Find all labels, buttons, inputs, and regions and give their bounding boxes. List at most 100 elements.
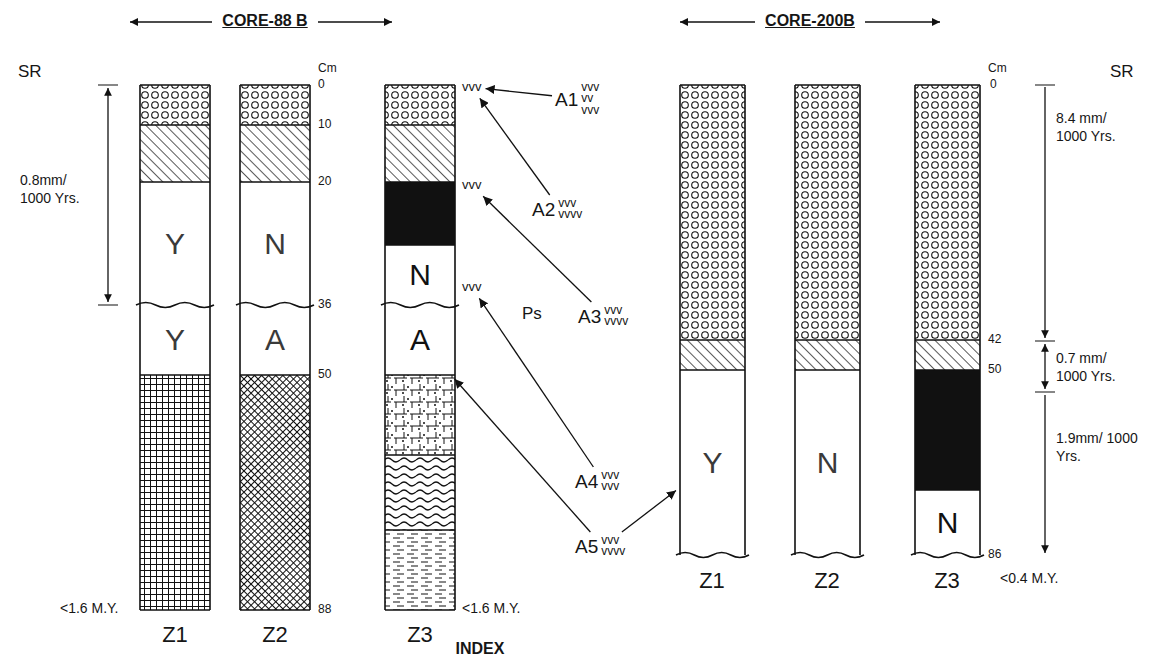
correlation-arrow	[483, 196, 591, 302]
gravel-layer	[240, 85, 310, 125]
core-outline	[385, 85, 455, 610]
core-break	[911, 553, 984, 558]
ash-sample: A1vvv vv vvv	[555, 82, 611, 116]
depth-tick: 50	[988, 363, 1001, 377]
unconformity	[136, 303, 214, 308]
node-label: N	[264, 229, 286, 259]
hatched-layer	[680, 340, 745, 370]
bracket-tick	[1035, 85, 1055, 392]
layer-box: Y	[680, 370, 745, 555]
correlation-arrow	[479, 298, 593, 467]
node-label: Y	[165, 229, 185, 259]
black-layer	[915, 370, 980, 490]
column-label: Z3	[407, 622, 433, 647]
node-label: A	[265, 325, 285, 355]
core-break	[791, 553, 864, 558]
ash-marker: vvv	[462, 280, 482, 294]
column-label: Z2	[262, 622, 288, 647]
rate-label: 0.8mm/ 1000 Yrs.	[20, 172, 100, 207]
node-label: A2	[532, 200, 555, 219]
rate-label: 1.9mm/ 1000 Yrs.	[1056, 430, 1138, 465]
correlation-arrow	[480, 98, 550, 195]
correlation-arrow	[455, 379, 591, 532]
depth-tick: 42	[988, 333, 1001, 347]
depth-tick: 36	[318, 298, 331, 312]
hatched-layer	[795, 340, 860, 370]
layer-box: N	[240, 182, 310, 305]
node-label: N	[817, 448, 839, 478]
gravel-layer	[385, 85, 455, 125]
grid-layer	[140, 375, 210, 610]
heading-arrow	[865, 21, 940, 22]
layer-box: Y	[140, 182, 210, 305]
core-outline	[915, 85, 980, 555]
depth-tick: 0	[318, 78, 325, 92]
node-label: A4	[575, 472, 598, 491]
node-detail: vvv vvvv	[604, 305, 634, 328]
axis-label: SR	[1110, 62, 1134, 82]
node-label: A1	[555, 90, 578, 109]
bracket-tick	[98, 85, 118, 305]
core-break	[676, 553, 749, 558]
unconformity	[381, 303, 459, 308]
wavy-layer	[385, 455, 455, 530]
hatched-layer	[140, 125, 210, 182]
depth-unit: Cm	[318, 62, 337, 76]
ash-sample: A2vvv vvvv	[532, 198, 588, 221]
node-detail: vvv vvvv	[601, 535, 631, 558]
rate-bracket	[1044, 87, 1045, 338]
dashed-layer	[385, 530, 455, 610]
node-label: N	[937, 508, 959, 538]
node-detail: vvv vvvv	[558, 198, 588, 221]
crosshatch-layer	[240, 375, 310, 610]
black-layer	[385, 182, 455, 245]
layer-box: N	[385, 245, 455, 305]
core-outline	[140, 85, 210, 610]
depth-tick: 0	[990, 78, 997, 92]
node-label: vvv	[462, 280, 482, 294]
node-label: Y	[165, 325, 185, 355]
node-label: vvv	[462, 80, 482, 94]
age-label: <0.4 M.Y.	[1000, 570, 1059, 586]
ash-marker: vvv	[462, 80, 482, 94]
gravel-layer	[140, 85, 210, 125]
gravel-layer	[795, 85, 860, 340]
horizon-label: Ps	[522, 304, 542, 324]
layer-box: N	[915, 490, 980, 555]
heading-arrow	[130, 21, 212, 22]
hatched-layer	[240, 125, 310, 182]
rate-bracket	[1044, 395, 1045, 553]
node-label: vvv	[462, 178, 482, 192]
column-label: Z3	[934, 568, 960, 593]
hatched-layer	[915, 340, 980, 370]
column-label: Z2	[814, 568, 840, 593]
layer-box: Y	[140, 305, 210, 375]
depth-tick: 86	[988, 548, 1001, 562]
node-label: A	[410, 325, 430, 355]
correlation-arrow	[486, 89, 553, 96]
correlation-arrow	[622, 490, 676, 532]
node-label: A3	[578, 307, 601, 326]
heading-arrow	[318, 21, 392, 22]
rate-bracket	[1044, 344, 1045, 389]
ash-marker: vvv	[462, 178, 482, 192]
layer-box: A	[385, 305, 455, 375]
column-label: Z1	[162, 622, 188, 647]
layer-box: A	[240, 305, 310, 375]
unconformity	[236, 303, 314, 308]
index-label: INDEX	[456, 640, 505, 658]
rate-bracket	[107, 88, 108, 302]
heading-arrow	[680, 21, 755, 22]
ash-sample: A5vvv vvvv	[575, 535, 631, 558]
ash-sample: A4vvv vvv	[575, 470, 631, 493]
hatched-layer	[385, 125, 455, 182]
layer-box: N	[795, 370, 860, 555]
node-label: Y	[702, 448, 722, 478]
gravel-layer	[680, 85, 745, 340]
depth-tick: 10	[318, 118, 331, 132]
node-label: N	[409, 260, 431, 290]
core-title: CORE-88 B	[222, 12, 307, 30]
core-outline	[240, 85, 310, 610]
